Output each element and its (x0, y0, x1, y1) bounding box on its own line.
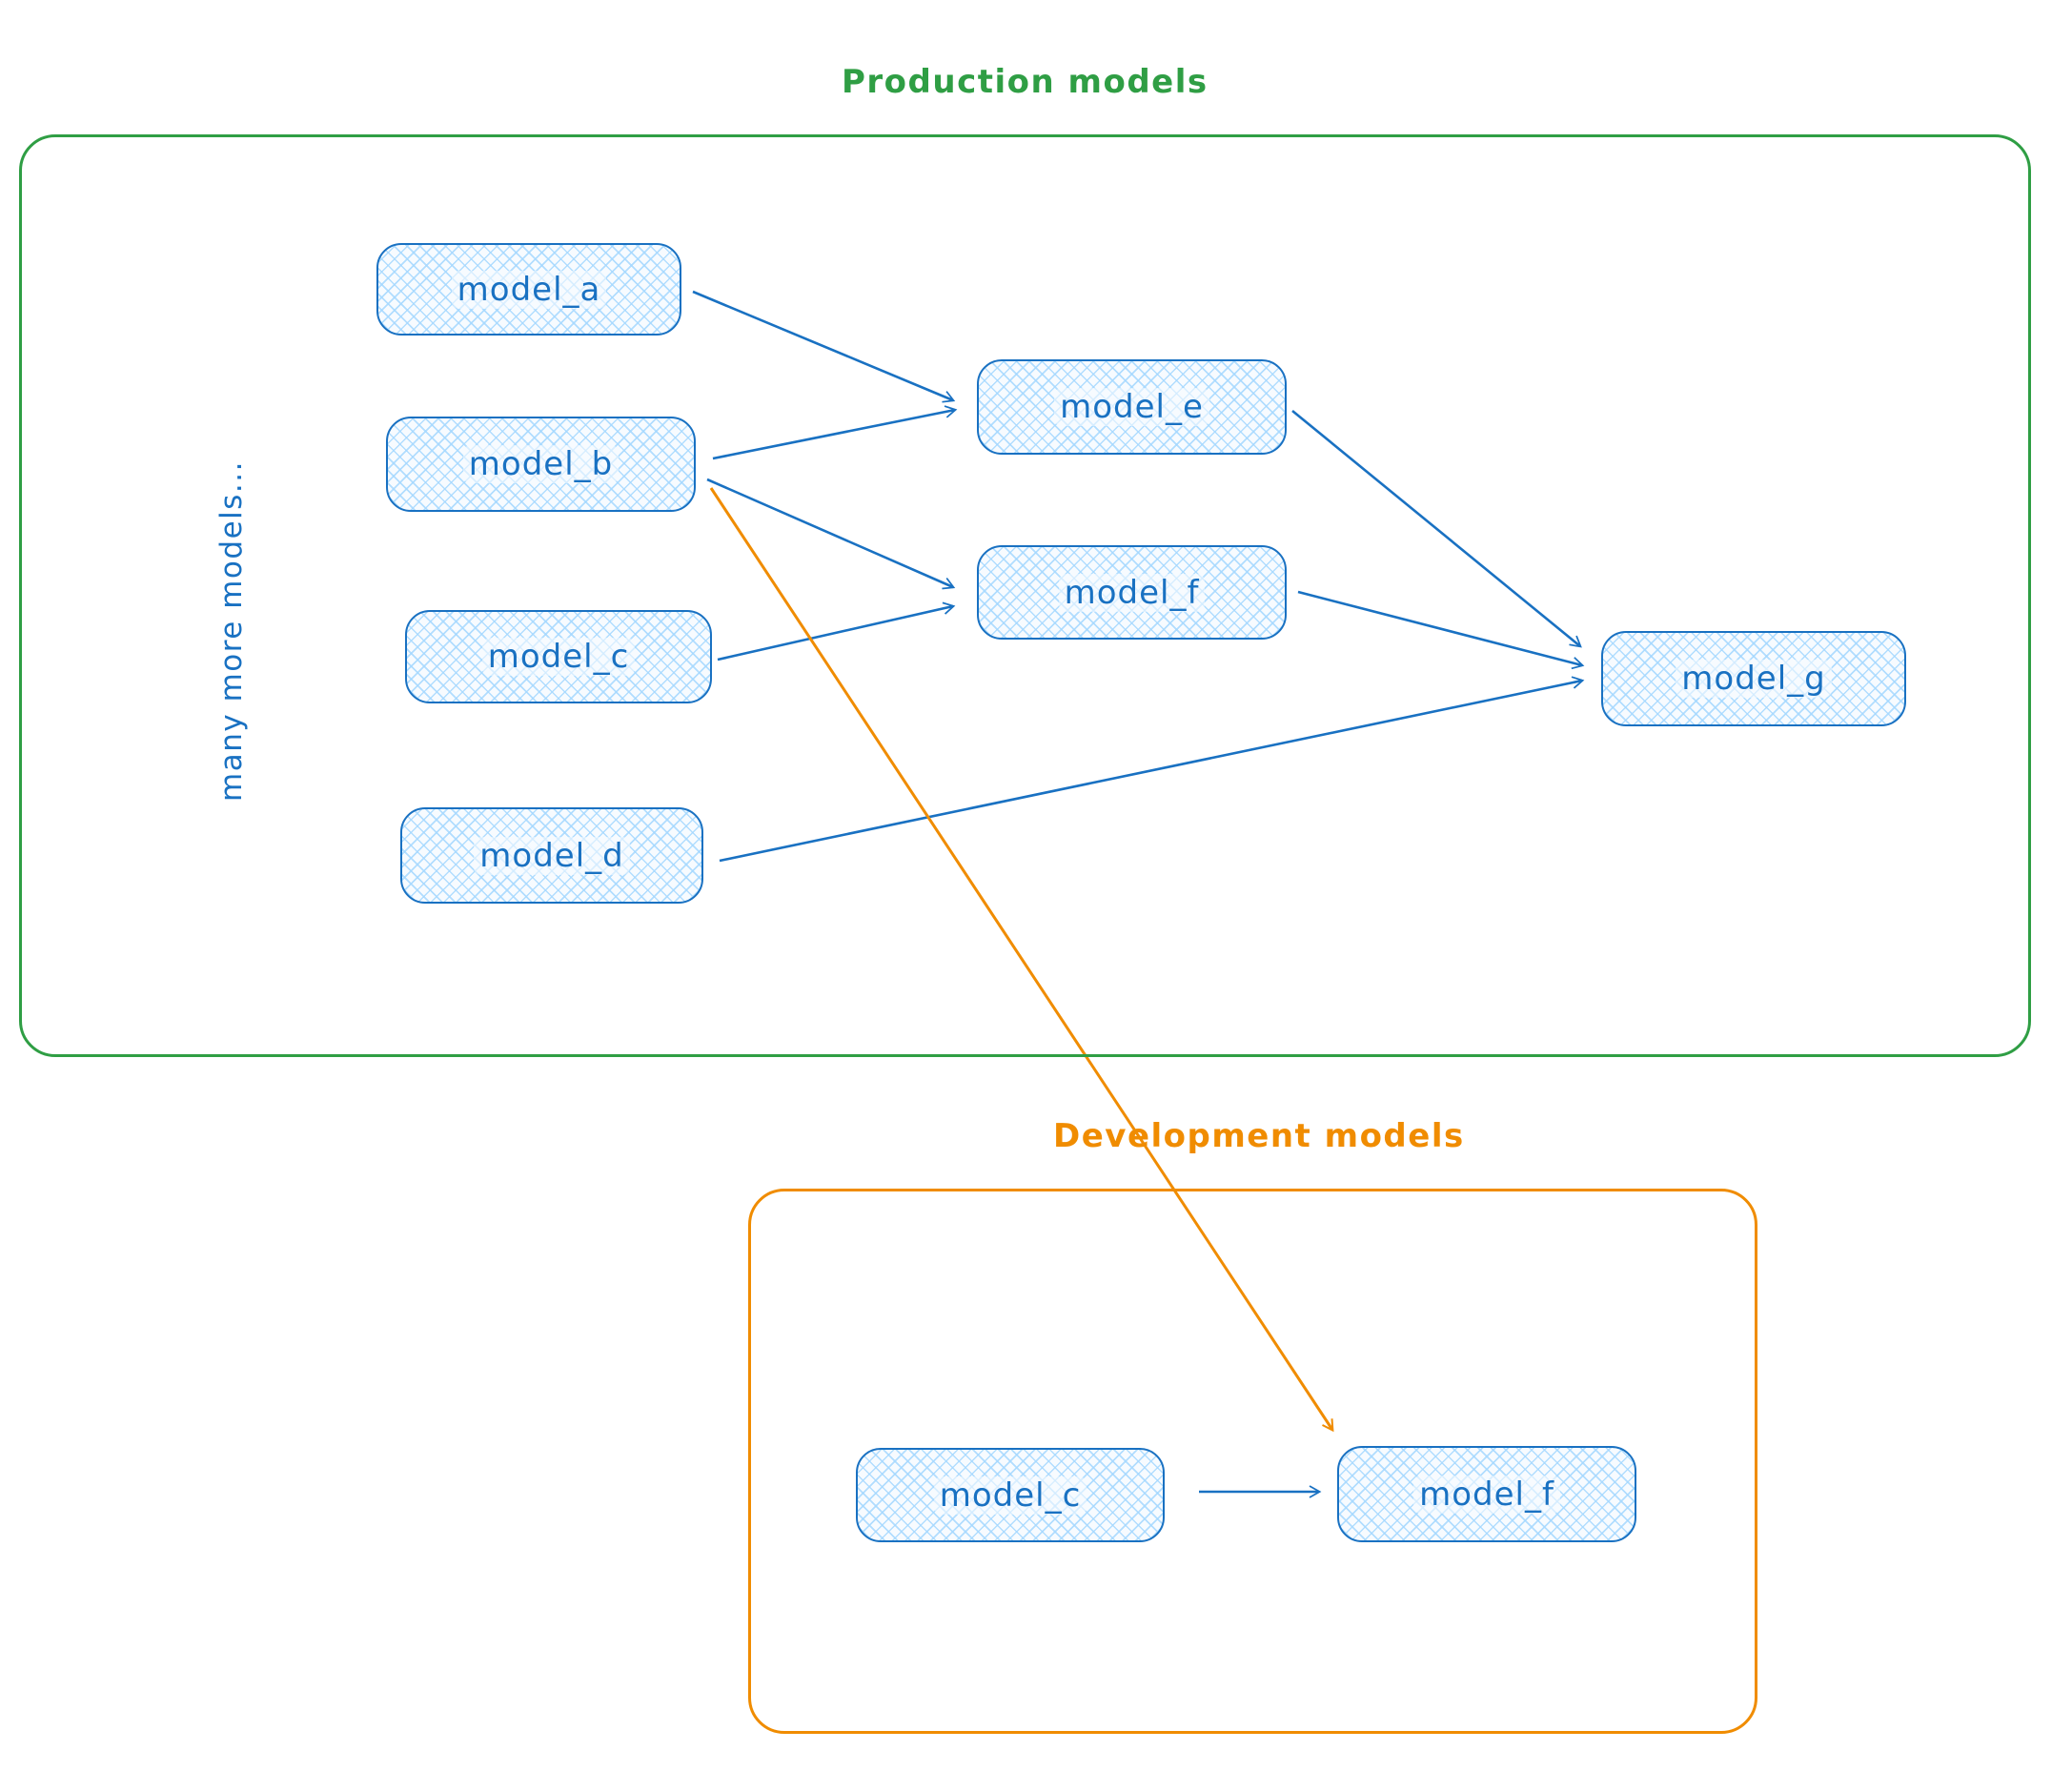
node-label-model-f: model_f (1058, 573, 1206, 612)
node-label-model-e: model_e (1054, 388, 1209, 426)
node-model-e: model_e (977, 359, 1287, 455)
node-model-c: model_c (405, 610, 712, 703)
node-dev-model-c: model_c (856, 1448, 1165, 1542)
node-label-model-g: model_g (1676, 660, 1832, 698)
node-label-model-a: model_a (451, 270, 607, 309)
node-label-model-d: model_d (474, 836, 630, 875)
node-model-d: model_d (400, 807, 703, 904)
node-label-dev-model-f: model_f (1413, 1475, 1560, 1514)
node-model-a: model_a (376, 243, 681, 336)
node-label-dev-model-c: model_c (933, 1476, 1087, 1515)
many-more-models-note: many more models... (214, 460, 249, 802)
node-model-b: model_b (386, 417, 696, 512)
node-label-model-b: model_b (462, 445, 620, 483)
development-group-box (748, 1189, 1757, 1734)
production-group-title: Production models (842, 63, 1209, 101)
node-dev-model-f: model_f (1337, 1446, 1636, 1542)
node-model-f: model_f (977, 545, 1287, 640)
development-group-title: Development models (1053, 1117, 1465, 1155)
node-label-model-c: model_c (481, 638, 636, 676)
node-model-g: model_g (1601, 631, 1906, 726)
production-group-box (19, 134, 2031, 1057)
